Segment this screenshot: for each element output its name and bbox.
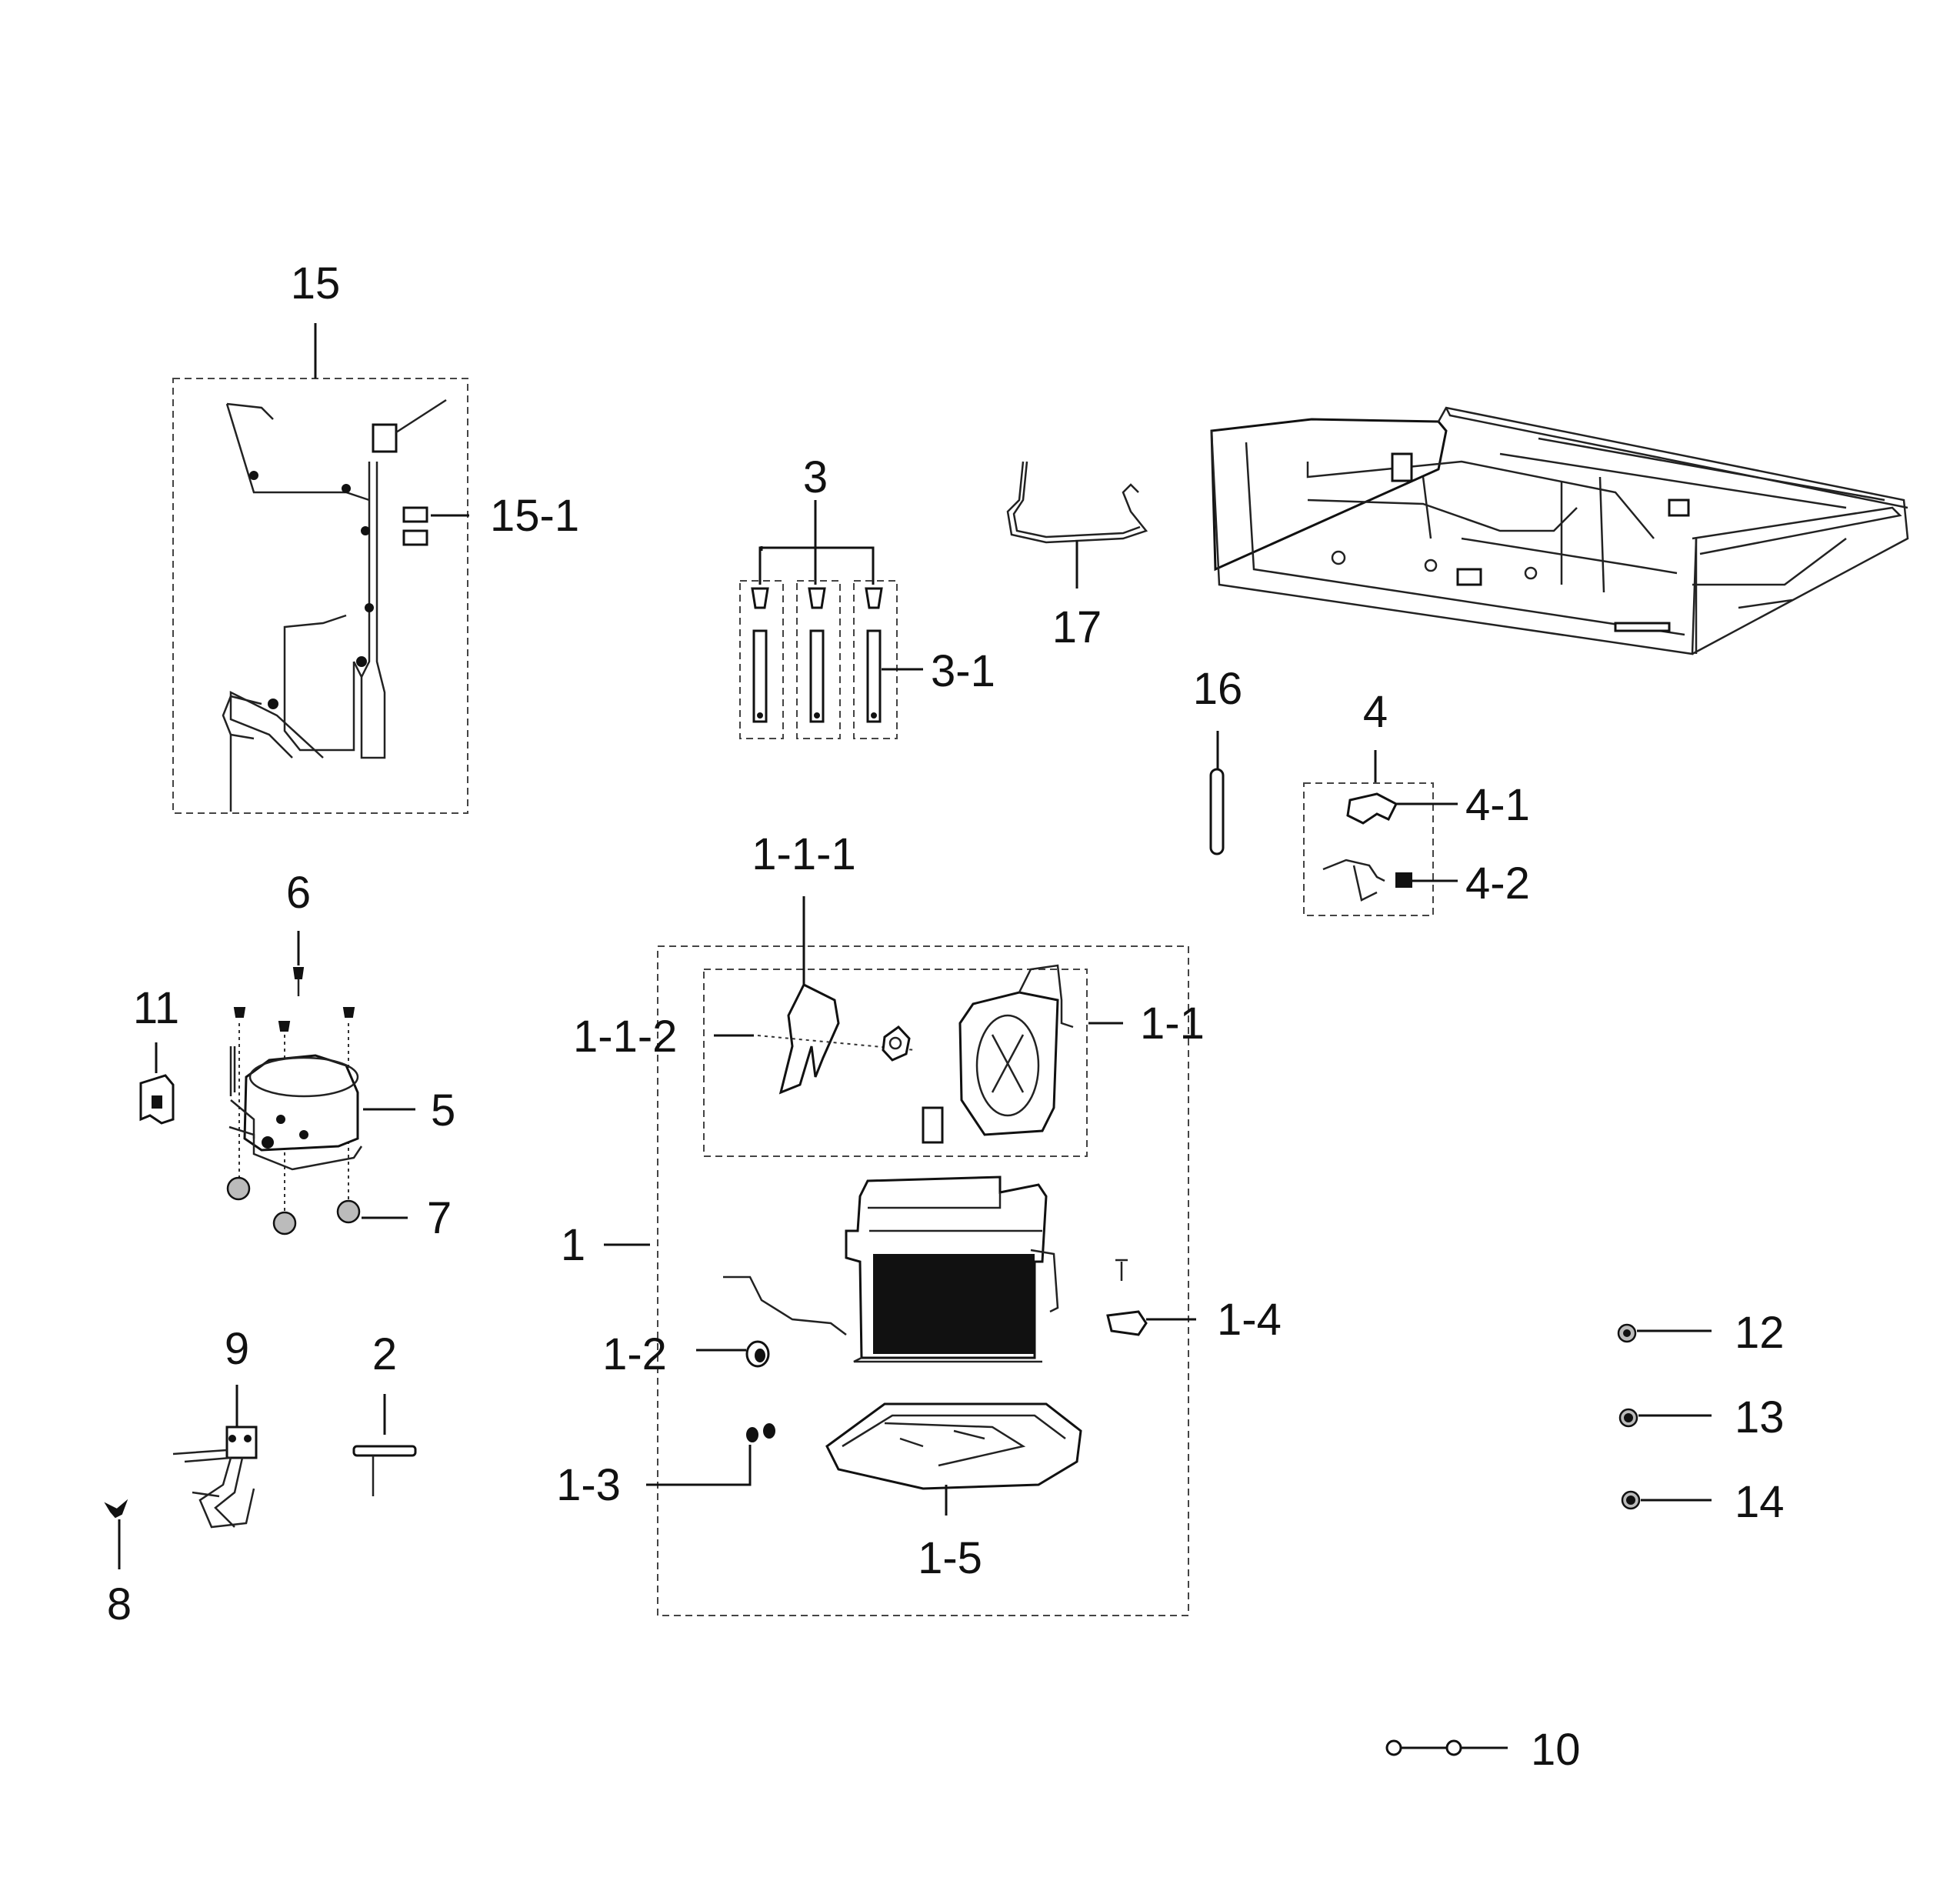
part-5-compressor: 6 5 7 [226,868,455,1243]
part-1-condensing-unit: 1 1-1-1 1-1-2 1-1 1-2 [556,829,1282,1616]
label-8: 8 [107,1579,132,1629]
label-6: 6 [286,868,311,918]
label-1-1-2: 1-1-2 [573,1012,677,1062]
part-9-harness: 9 [172,1324,258,1529]
label-15-1: 15-1 [490,491,579,541]
label-12: 12 [1735,1308,1785,1358]
label-4-2: 4-2 [1465,859,1530,909]
label-1-3: 1-3 [556,1460,621,1510]
label-5: 5 [431,1085,455,1135]
label-14: 14 [1735,1477,1785,1527]
part-14-nut: 14 [1621,1477,1785,1527]
part-12-nut: 12 [1617,1308,1785,1358]
label-10: 10 [1531,1725,1581,1775]
label-2: 2 [372,1329,397,1379]
part-16-rod: 16 [1193,664,1243,855]
label-1: 1 [561,1220,585,1270]
label-4-1: 4-1 [1465,780,1530,830]
label-4: 4 [1363,687,1388,737]
part-3-tube-set: 3 3-1 [739,452,995,739]
part-13-nut: 13 [1618,1392,1785,1442]
label-17: 17 [1052,602,1102,652]
part-8-tie: 8 [104,1499,132,1629]
part-10-clamp: 10 [1385,1725,1581,1775]
label-1-2: 1-2 [602,1329,667,1379]
part-2-pipe: 2 [352,1329,417,1496]
base-chassis-frame [1210,406,1909,655]
label-3: 3 [803,452,828,502]
label-9: 9 [225,1324,249,1374]
label-13: 13 [1735,1392,1785,1442]
label-1-5: 1-5 [918,1533,982,1583]
label-16: 16 [1193,664,1243,714]
label-1-1-1: 1-1-1 [752,829,855,879]
label-1-4: 1-4 [1217,1295,1282,1345]
label-11: 11 [133,983,179,1033]
label-15: 15 [291,258,341,308]
label-3-1: 3-1 [931,646,995,696]
part-11-relay-cover: 11 [133,983,179,1125]
part-17-pipe: 17 [1006,461,1148,652]
part-4-bracket-assembly: 4 4-1 4-2 [1303,687,1530,916]
label-1-1: 1-1 [1140,999,1205,1049]
label-7: 7 [427,1193,452,1243]
part-15-tubing-assembly: 15 15-1 [172,258,579,814]
